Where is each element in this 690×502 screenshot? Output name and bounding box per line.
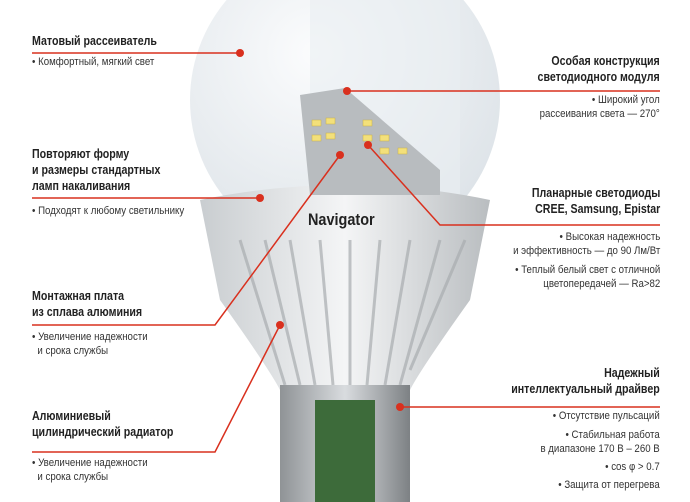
brand-logo: Navigator	[308, 210, 375, 229]
callout-bullet: цветопередачей — Ra>82	[542, 278, 660, 290]
callout-bullet: • Увеличение надежности	[32, 331, 148, 343]
callout-bullet: • Отсутствие пульсаций	[553, 410, 660, 422]
callout-title: Матовый рассеиватель	[32, 34, 157, 48]
callout-bullet: в диапазоне 170 В – 260 В	[540, 443, 660, 455]
callout-bullet: • Теплый белый свет с отличной	[514, 264, 660, 276]
callout-bullet: • Комфортный, мягкий свет	[32, 56, 155, 68]
callout-title: CREE, Samsung, Epistar	[534, 202, 660, 216]
callout-title: Алюминиевый	[32, 409, 111, 423]
callout-bullet: и эффективность — до 90 Лм/Вт	[512, 245, 660, 257]
radiator-fins	[238, 239, 467, 386]
callout-driver: Надежный интеллектуальный драйвер • Отсу…	[485, 365, 660, 492]
led-module	[300, 88, 440, 195]
callout-title: ламп накаливания	[32, 179, 131, 193]
callout-title: и размеры стандартных	[32, 163, 161, 177]
callout-bullet: рассеивания света — 270°	[539, 108, 660, 120]
callout-dots	[236, 49, 404, 411]
led-chips	[311, 117, 408, 155]
callout-bullet: • Подходят к любому светильнику	[32, 205, 185, 217]
callout-title: Особая конструкция	[551, 54, 660, 68]
callout-title: Монтажная плата	[32, 289, 125, 303]
callout-title: цилиндрический радиатор	[32, 425, 174, 439]
callout-radiator: Алюминиевый цилиндрический радиатор • Ув…	[32, 408, 198, 484]
callout-bullet: и срока службы	[32, 471, 109, 483]
callout-bullet: • cos φ > 0.7	[605, 461, 660, 473]
callout-title: светодиодного модуля	[537, 70, 660, 84]
leader-lines	[32, 52, 660, 453]
callout-standard-shape: Повторяют форму и размеры стандартных ла…	[32, 146, 205, 218]
callout-title: Надежный	[604, 366, 660, 380]
callout-title: Повторяют форму	[32, 147, 130, 161]
callout-led-module: Особая конструкция светодиодного модуля …	[516, 53, 660, 121]
callout-bullet: и срока службы	[32, 345, 109, 357]
callout-bullet: • Широкий угол	[592, 94, 660, 106]
callout-bullet: • Высокая надежность	[559, 231, 660, 243]
callout-mounting-board: Монтажная плата из сплава алюминия • Уве…	[32, 288, 163, 358]
callout-bullet: • Стабильная работа	[565, 429, 660, 441]
driver-pcb	[315, 400, 375, 502]
callout-planar-leds: Планарные светодиоды CREE, Samsung, Epis…	[493, 185, 660, 291]
callout-title: Планарные светодиоды	[531, 186, 660, 200]
callout-bullet: • Защита от перегрева	[558, 479, 660, 491]
callout-bullet: • Увеличение надежности	[32, 457, 148, 469]
callout-title: из сплава алюминия	[32, 305, 143, 319]
callout-matte-diffuser: Матовый рассеиватель • Комфортный, мягки…	[32, 33, 179, 69]
callout-title: интеллектуальный драйвер	[511, 382, 660, 396]
